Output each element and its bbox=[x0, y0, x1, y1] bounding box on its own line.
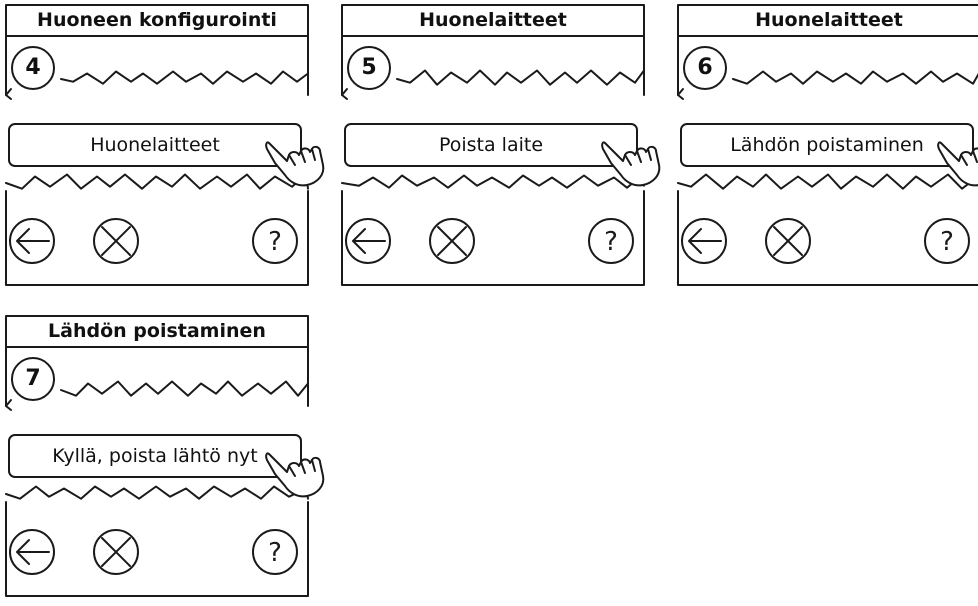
step-screen-drawing: ? bbox=[677, 4, 978, 286]
torn-edge-bottom bbox=[5, 485, 309, 500]
help-question-icon: ? bbox=[252, 218, 298, 264]
step-screen-drawing: ? bbox=[5, 315, 325, 597]
torn-edge-top bbox=[60, 380, 309, 397]
hand-pointer-icon bbox=[937, 141, 978, 187]
torn-edge-top bbox=[60, 70, 309, 85]
screen-title: Huoneen konfigurointi bbox=[37, 9, 277, 31]
step-number-circle bbox=[11, 46, 55, 90]
screen-top-outline bbox=[677, 4, 978, 96]
screen-top-outline bbox=[5, 4, 309, 96]
step-number-circle bbox=[347, 46, 391, 90]
menu-button-label[interactable]: Kyllä, poista lähtö nyt bbox=[52, 445, 258, 467]
step-number: 7 bbox=[25, 366, 41, 391]
screen-top-outline bbox=[5, 315, 309, 407]
step-number: 4 bbox=[25, 55, 41, 80]
torn-corner bbox=[677, 88, 684, 100]
back-arrow-icon bbox=[9, 218, 55, 264]
step-number-circle bbox=[683, 46, 727, 90]
help-question-icon: ? bbox=[924, 218, 970, 264]
menu-button-outline bbox=[8, 434, 302, 478]
screen-title: Lähdön poistaminen bbox=[48, 320, 266, 342]
hand-pointer-icon bbox=[265, 141, 325, 187]
torn-edge-top bbox=[732, 70, 978, 85]
torn-corner bbox=[5, 399, 12, 411]
help-question-icon: ? bbox=[252, 529, 298, 575]
back-arrow-icon bbox=[345, 218, 391, 264]
torn-edge-bottom bbox=[677, 173, 978, 190]
torn-edge-bottom bbox=[341, 174, 645, 189]
cancel-x-icon bbox=[93, 218, 139, 264]
step-screen-drawing: ? bbox=[5, 4, 325, 286]
help-question-icon: ? bbox=[588, 218, 634, 264]
menu-button-label[interactable]: Poista laite bbox=[438, 134, 544, 156]
menu-button-outline bbox=[8, 123, 302, 167]
menu-button-outline bbox=[680, 123, 974, 167]
screen-bottom-outline bbox=[5, 501, 309, 597]
back-arrow-icon bbox=[9, 529, 55, 575]
step-screen-drawing: ? bbox=[341, 4, 661, 286]
screen-bottom-outline bbox=[5, 190, 309, 286]
step-number: 5 bbox=[361, 55, 377, 80]
screen-top-outline bbox=[341, 4, 645, 96]
cancel-x-icon bbox=[429, 218, 475, 264]
screen-title: Huonelaitteet bbox=[755, 9, 903, 31]
screen-title: Huonelaitteet bbox=[419, 9, 567, 31]
menu-button-outline bbox=[344, 123, 638, 167]
svg-text:?: ? bbox=[268, 538, 282, 568]
torn-corner bbox=[341, 88, 348, 100]
menu-button-label[interactable]: Lähdön poistaminen bbox=[730, 134, 924, 156]
screen-bottom-outline bbox=[677, 190, 978, 286]
hand-pointer-icon bbox=[265, 452, 325, 498]
hand-pointer-icon bbox=[601, 141, 661, 187]
menu-button-label[interactable]: Huonelaitteet bbox=[90, 134, 220, 156]
svg-text:?: ? bbox=[604, 227, 618, 257]
torn-corner bbox=[5, 88, 12, 100]
svg-text:?: ? bbox=[268, 227, 282, 257]
cancel-x-icon bbox=[93, 529, 139, 575]
cancel-x-icon bbox=[765, 218, 811, 264]
svg-text:?: ? bbox=[940, 227, 954, 257]
step-number: 6 bbox=[697, 55, 713, 80]
back-arrow-icon bbox=[681, 218, 727, 264]
screen-bottom-outline bbox=[341, 190, 645, 286]
step-number-circle bbox=[11, 357, 55, 401]
torn-edge-bottom bbox=[5, 173, 309, 190]
torn-edge-top bbox=[396, 69, 645, 86]
